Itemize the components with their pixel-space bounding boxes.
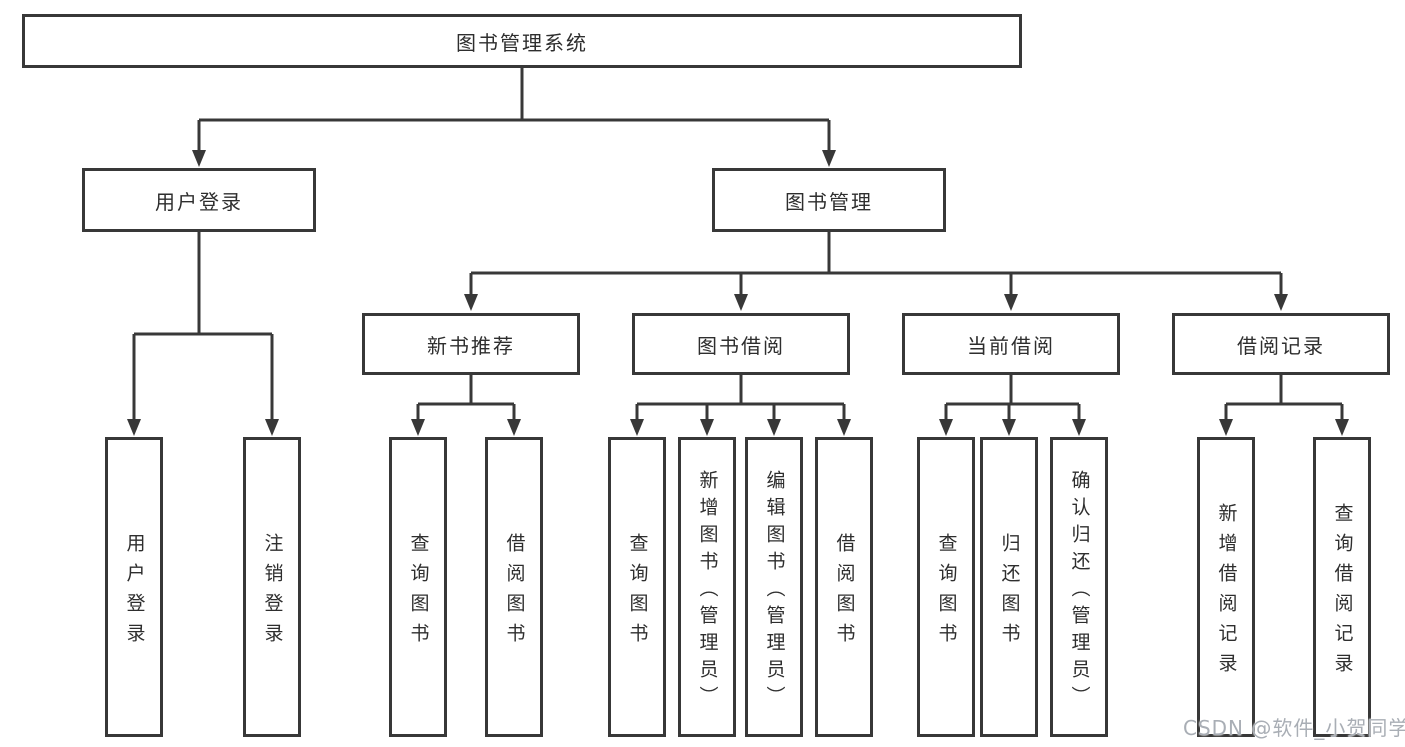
node-book-management: 图书管理 [712,168,946,232]
arrow-down-icon [1274,294,1288,311]
leaf-label: 确认归还（管理员） [1068,469,1091,713]
node-borrow-records: 借阅记录 [1172,313,1390,375]
arrow-down-icon [734,294,748,311]
leaf-confirm-return-admin: 确认归还（管理员） [1050,437,1108,737]
connector-book-borrow [635,375,846,420]
arrow-down-icon [939,419,953,436]
leaf-label: 查询借阅记录 [1331,502,1354,683]
leaf-logout: 注销登录 [243,437,301,737]
connector-book-management [469,232,1283,295]
arrow-down-icon [700,419,714,436]
leaf-query-books-recommend: 查询图书 [389,437,447,737]
leaf-label: 借阅图书 [833,532,856,653]
leaf-borrow-books-recommend: 借阅图书 [485,437,543,737]
arrow-down-icon [464,294,478,311]
arrow-down-icon [630,419,644,436]
leaf-add-books-admin: 新增图书（管理员） [678,437,736,737]
arrow-down-icon [507,419,521,436]
connector-borrow-records [1224,375,1344,420]
arrow-down-icon [192,150,206,167]
arrow-down-icon [767,419,781,436]
connector-new-books [416,375,516,420]
node-root: 图书管理系统 [22,14,1022,68]
arrow-down-icon [1002,419,1016,436]
arrow-down-icon [1335,419,1349,436]
node-user-login: 用户登录 [82,168,316,232]
leaf-borrow-books: 借阅图书 [815,437,873,737]
leaf-user-login: 用户登录 [105,437,163,737]
connector-user-login [132,232,274,420]
node-new-book-recommend: 新书推荐 [362,313,580,375]
leaf-label: 新增借阅记录 [1215,502,1238,683]
leaf-label: 查询图书 [626,532,649,653]
csdn-watermark: CSDN @软件_小贺同学 [1183,716,1405,740]
leaf-return-books: 归还图书 [980,437,1038,737]
connector-current-borrow [944,375,1081,420]
leaf-label: 用户登录 [123,532,146,653]
connector-root [197,68,831,151]
arrow-down-icon [1004,294,1018,311]
arrow-down-icon [265,419,279,436]
leaf-label: 查询图书 [407,532,430,653]
arrow-down-icon [1219,419,1233,436]
leaf-query-books-current: 查询图书 [917,437,975,737]
arrow-down-icon [837,419,851,436]
leaf-add-borrow-record: 新增借阅记录 [1197,437,1255,737]
leaf-label: 新增图书（管理员） [696,469,719,713]
leaf-label: 借阅图书 [503,532,526,653]
leaf-query-borrow-record: 查询借阅记录 [1313,437,1371,737]
arrow-down-icon [1072,419,1086,436]
leaf-label: 查询图书 [935,532,958,653]
leaf-label: 注销登录 [261,532,284,653]
arrow-down-icon [411,419,425,436]
leaf-label: 归还图书 [998,532,1021,653]
arrow-down-icon [822,150,836,167]
leaf-query-books-borrow: 查询图书 [608,437,666,737]
leaf-edit-books-admin: 编辑图书（管理员） [745,437,803,737]
node-current-borrow: 当前借阅 [902,313,1120,375]
arrow-down-icon [127,419,141,436]
leaf-label: 编辑图书（管理员） [763,469,786,713]
node-book-borrow: 图书借阅 [632,313,850,375]
